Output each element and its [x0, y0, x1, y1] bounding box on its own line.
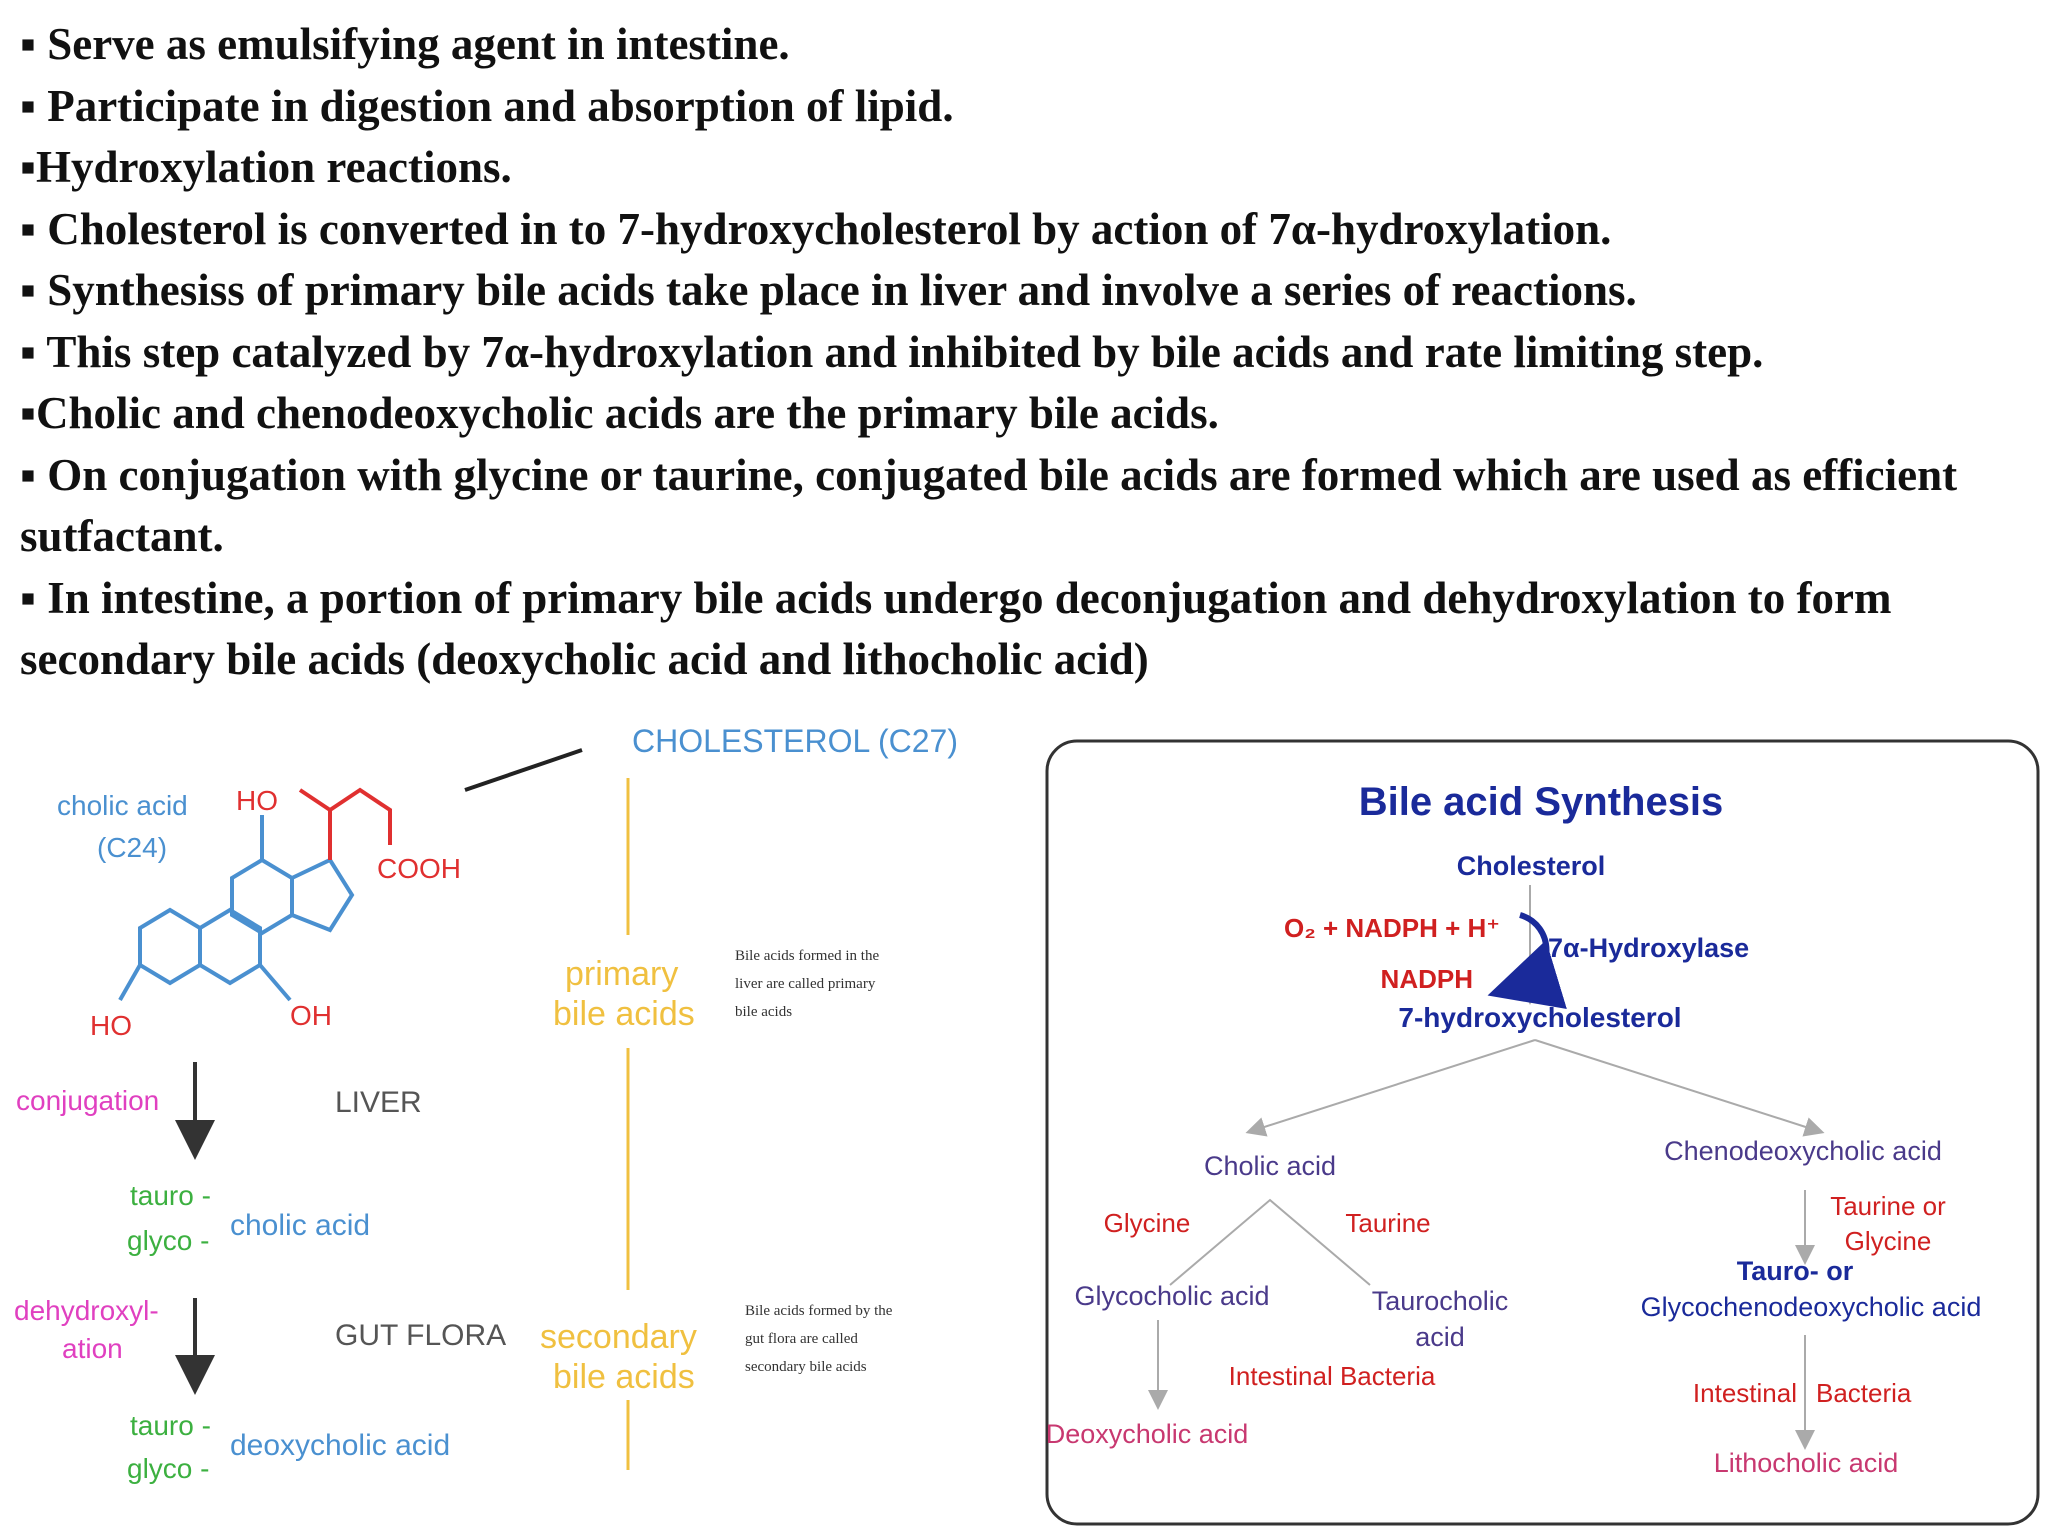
c24-label: (C24): [97, 832, 167, 863]
bacteria-left-label: Intestinal Bacteria: [1229, 1361, 1436, 1391]
primary-note-2: liver are called primary: [735, 976, 876, 992]
bacteria-right-label-2: Bacteria: [1816, 1378, 1912, 1408]
gut-flora-label: GUT FLORA: [335, 1319, 506, 1352]
bullet-hydroxylation: ▪Hydroxylation reactions.: [20, 142, 512, 192]
ho-top-label: HO: [236, 785, 278, 816]
glyco-label-1: glyco -: [127, 1225, 209, 1256]
deoxycholic-acid-label: deoxycholic acid: [230, 1429, 450, 1462]
bullet-conjugation: ▪ On conjugation with glycine or taurine…: [20, 449, 1958, 562]
synthesis-frame: [1045, 739, 2040, 1526]
bullet-list: ▪ Serve as emulsifying agent in intestin…: [20, 14, 2030, 691]
left-diagram: CHOLESTEROL (C27) cholic acid (C24) HO C…: [14, 723, 958, 1484]
ho-bottom-label: HO: [90, 1010, 132, 1041]
deoxycholic-acid-node: Deoxycholic acid: [1046, 1419, 1249, 1449]
tauro-or-node: Tauro- or: [1737, 1256, 1854, 1286]
tauro-label-1: tauro -: [130, 1180, 211, 1211]
cholic-split-lines: [1169, 1198, 1371, 1286]
primary-label-1: primary: [565, 955, 678, 993]
bullet-cholesterol-conversion: ▪ Cholesterol is converted in to 7-hydro…: [20, 203, 1612, 254]
cholesterol-pointer: [464, 748, 583, 792]
secondary-label-1: secondary: [540, 1318, 697, 1356]
synthesis-title: Bile acid Synthesis: [1359, 780, 1724, 824]
cholic-acid-label-2: cholic acid: [230, 1209, 370, 1242]
bullet-digestion: ▪ Participate in digestion and absorptio…: [20, 80, 954, 131]
cooh-label: COOH: [377, 853, 461, 884]
cofactor-curve: [1487, 912, 1567, 1009]
primary-note-1: Bile acids formed in the: [735, 948, 879, 964]
glycocholic-acid-node: Glycocholic acid: [1074, 1281, 1269, 1311]
cofactors-in-label: O₂ + NADPH + H⁺: [1284, 913, 1500, 943]
side-chain: [298, 787, 392, 860]
bullet-catalyzed-step: ▪ This step catalyzed by 7α-hydroxylatio…: [20, 326, 1764, 377]
hydroxycholesterol-node: 7-hydroxycholesterol: [1398, 1002, 1681, 1033]
bullet-secondary-acids: ▪ In intestine, a portion of primary bil…: [20, 572, 1892, 685]
secondary-note-3: secondary bile acids: [745, 1359, 867, 1375]
cholesterol-label: CHOLESTEROL (C27): [632, 723, 958, 759]
dehydroxylation-label-2: ation: [62, 1333, 123, 1364]
glyco-label-2: glyco -: [127, 1453, 209, 1484]
bullet-primary-acids: ▪Cholic and chenodeoxycholic acids are t…: [20, 388, 1219, 438]
dehydroxylation-label-1: dehydroxyl-: [14, 1295, 159, 1326]
secondary-note-2: gut flora are called: [745, 1331, 858, 1347]
liver-label: LIVER: [335, 1086, 422, 1119]
cofactor-out-label: NADPH: [1381, 964, 1473, 994]
steroid-structure: [118, 815, 355, 1002]
enzyme-label: 7α-Hydroxylase: [1548, 933, 1749, 963]
bullet-synthesis: ▪ Synthesiss of primary bile acids take …: [20, 265, 1637, 315]
taurocholic-acid-node-2: acid: [1415, 1322, 1465, 1352]
oh-label: OH: [290, 1000, 332, 1031]
lithocholic-acid-node: Lithocholic acid: [1714, 1448, 1899, 1478]
taurine-or-label-2: Glycine: [1845, 1226, 1932, 1256]
taurocholic-acid-node-1: Taurocholic: [1372, 1286, 1509, 1316]
cholic-acid-node: Cholic acid: [1204, 1151, 1336, 1181]
secondary-label-2: bile acids: [553, 1358, 695, 1396]
secondary-note-1: Bile acids formed by the: [745, 1303, 893, 1319]
right-diagram: Bile acid Synthesis Cholesterol O₂ + NAD…: [1045, 739, 2040, 1526]
cholesterol-node: Cholesterol: [1457, 851, 1606, 881]
bacteria-right-label-1: Intestinal: [1693, 1378, 1797, 1408]
branch-cheno-arrow: [1534, 1039, 1825, 1137]
taurine-or-label-1: Taurine or: [1830, 1191, 1946, 1221]
branch-cholic-arrow: [1245, 1039, 1536, 1137]
chenodeoxycholic-acid-node: Chenodeoxycholic acid: [1664, 1136, 1942, 1166]
glycochenodeoxycholic-node: Glycochenodeoxycholic acid: [1641, 1292, 1982, 1322]
glycine-label: Glycine: [1104, 1208, 1191, 1238]
tauro-label-2: tauro -: [130, 1410, 211, 1441]
conjugation-label: conjugation: [16, 1085, 159, 1116]
primary-note-3: bile acids: [735, 1004, 792, 1020]
taurine-label: Taurine: [1345, 1208, 1430, 1238]
cholic-acid-label: cholic acid: [57, 790, 188, 821]
bullet-emulsifying: ▪ Serve as emulsifying agent in intestin…: [20, 19, 790, 69]
primary-label-2: bile acids: [553, 995, 695, 1033]
